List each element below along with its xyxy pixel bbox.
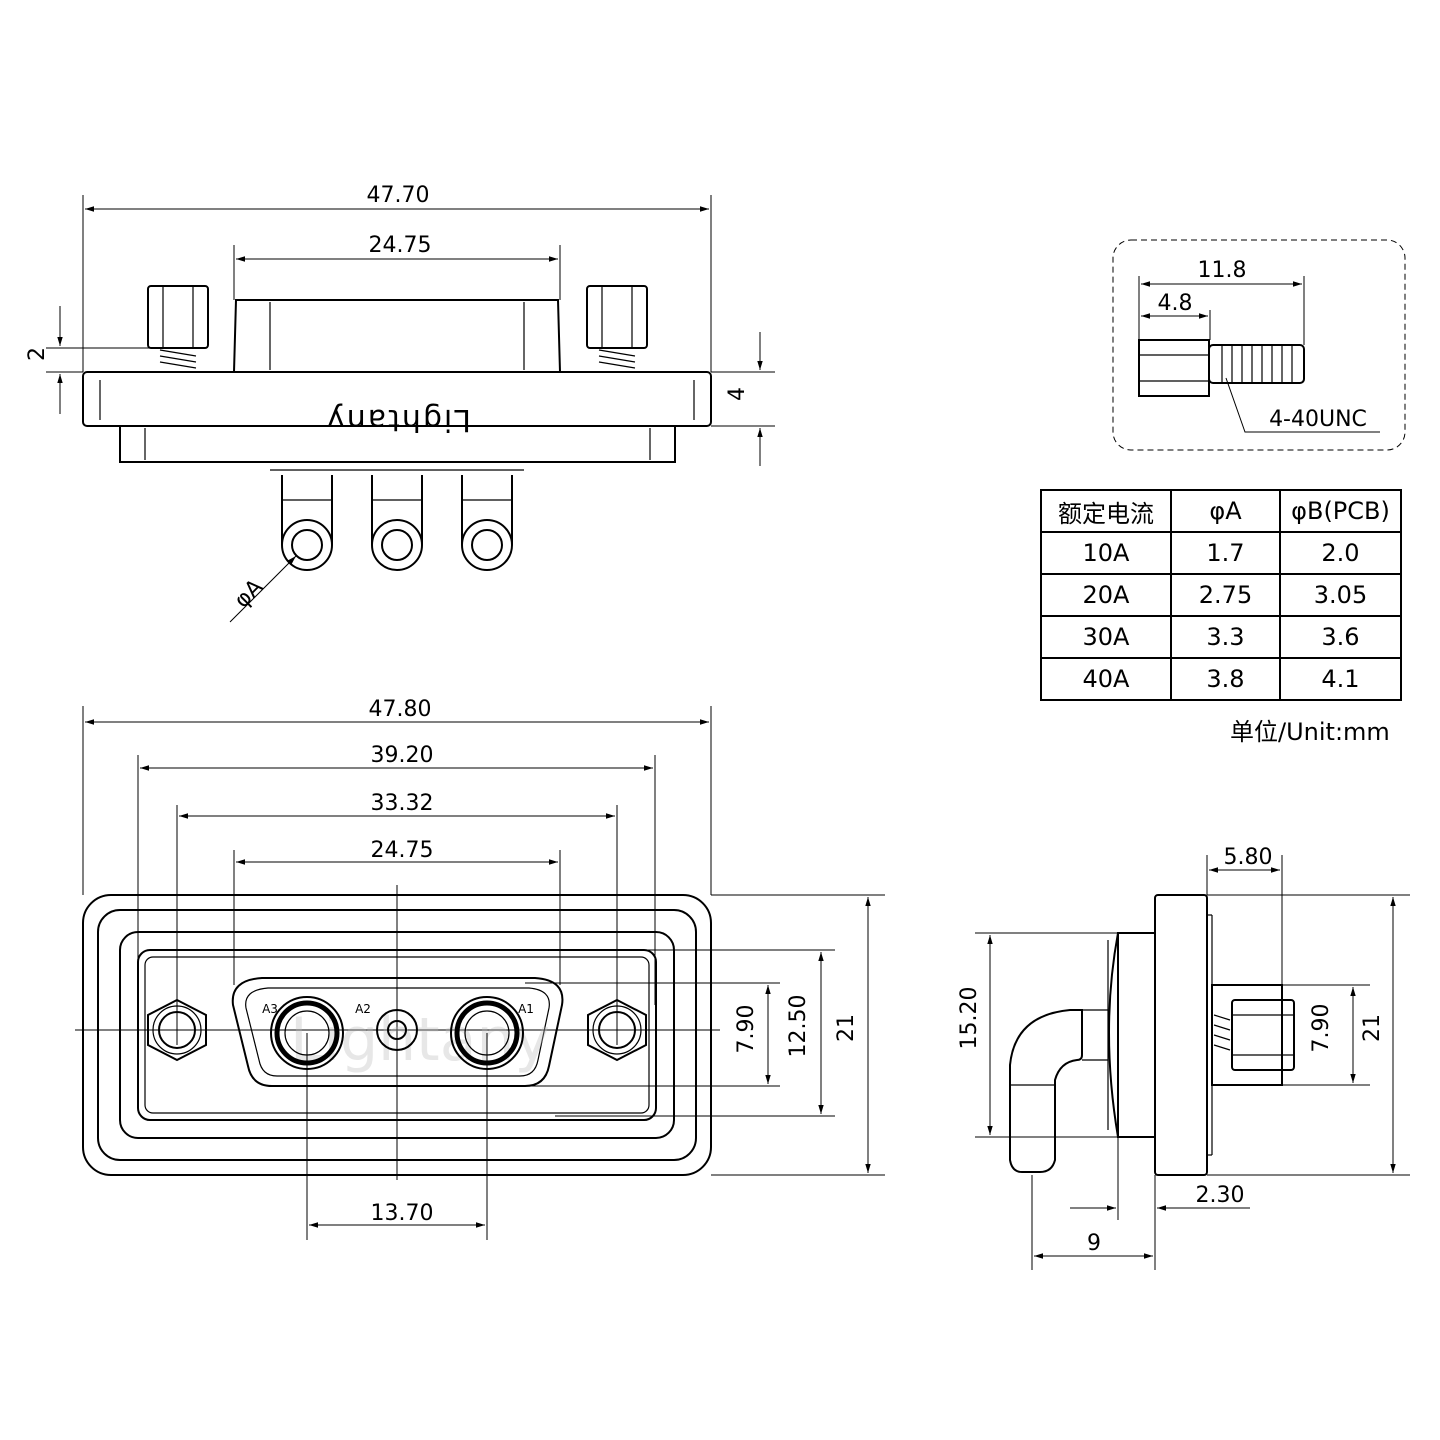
cell-current: 20A bbox=[1040, 573, 1172, 617]
dim-front-body-height: 12.50 bbox=[786, 995, 811, 1058]
dim-front-overall-height: 21 bbox=[834, 1014, 859, 1042]
cell-current: 10A bbox=[1040, 531, 1172, 575]
table-row: 40A 3.8 4.1 bbox=[1040, 657, 1402, 701]
dim-screw-total-length: 11.8 bbox=[1198, 258, 1247, 283]
rating-spec-table: 额定电流 φA φB(PCB) 10A 1.7 2.0 20A 2.75 3.0… bbox=[1040, 489, 1402, 701]
cell-phi-b: 3.6 bbox=[1279, 615, 1402, 659]
header-phi-a: φA bbox=[1170, 489, 1281, 533]
dim-pin-height: 15.20 bbox=[957, 987, 982, 1050]
thread-spec-label: 4-40UNC bbox=[1269, 407, 1367, 432]
dim-side-overall-height: 21 bbox=[1360, 1014, 1385, 1042]
dim-contact-spacing: 13.70 bbox=[371, 1201, 434, 1226]
contact-label-a1: A1 bbox=[518, 1002, 534, 1016]
cell-phi-b: 2.0 bbox=[1279, 531, 1402, 575]
top-view: 47.70 24.75 Lightany bbox=[25, 183, 775, 623]
unit-note: 单位/Unit:mm bbox=[1230, 718, 1390, 746]
brand-logo-text: Lightany bbox=[325, 402, 471, 437]
cell-current: 30A bbox=[1040, 615, 1172, 659]
contact-label-a2: A2 bbox=[355, 1002, 371, 1016]
dim-hole-spacing: 33.32 bbox=[371, 791, 434, 816]
cell-phi-a: 1.7 bbox=[1170, 531, 1281, 575]
label-hole-diameter: φA bbox=[230, 575, 269, 614]
cell-phi-b: 4.1 bbox=[1279, 657, 1402, 701]
dim-mount-spacing: 39.20 bbox=[371, 743, 434, 768]
pin-middle bbox=[371, 475, 423, 571]
dim-top-body-width: 24.75 bbox=[369, 233, 432, 258]
dim-contact-height: 7.90 bbox=[734, 1005, 759, 1054]
pin-right bbox=[461, 475, 513, 571]
table-header-row: 额定电流 φA φB(PCB) bbox=[1040, 489, 1402, 533]
dim-flange-thickness: 2.30 bbox=[1196, 1183, 1245, 1208]
dim-pin-depth: 9 bbox=[1087, 1231, 1101, 1256]
cell-phi-a: 3.8 bbox=[1170, 657, 1281, 701]
cell-current: 40A bbox=[1040, 657, 1172, 701]
cell-phi-b: 3.05 bbox=[1279, 573, 1402, 617]
hex-nut-left bbox=[147, 998, 207, 1062]
dim-flange-height: 4 bbox=[725, 387, 750, 401]
dim-screw-height: 7.90 bbox=[1309, 1004, 1334, 1053]
dim-screw-offset: 2 bbox=[25, 347, 50, 361]
hex-nut-right bbox=[587, 998, 647, 1062]
table-row: 30A 3.3 3.6 bbox=[1040, 615, 1402, 659]
dim-front-body-width: 24.75 bbox=[371, 838, 434, 863]
header-phi-b: φB(PCB) bbox=[1279, 489, 1402, 533]
side-view: 5.80 7.90 21 15.20 2.30 9 bbox=[957, 845, 1410, 1270]
contact-label-a3: A3 bbox=[262, 1002, 278, 1016]
screw-detail-view: 11.8 4.8 4-40UNC bbox=[1112, 239, 1406, 451]
front-view: 47.80 39.20 33.32 24.75 Lightany bbox=[75, 697, 885, 1240]
cell-phi-a: 3.3 bbox=[1170, 615, 1281, 659]
cell-phi-a: 2.75 bbox=[1170, 573, 1281, 617]
table-row: 10A 1.7 2.0 bbox=[1040, 531, 1402, 575]
contact-a2 bbox=[376, 1009, 418, 1051]
header-rated-current: 额定电流 bbox=[1040, 489, 1172, 533]
dim-top-overall-width: 47.70 bbox=[367, 183, 430, 208]
table-row: 20A 2.75 3.05 bbox=[1040, 573, 1402, 617]
pin-left bbox=[281, 475, 333, 571]
dim-hex-length: 4.8 bbox=[1158, 291, 1193, 316]
dim-standoff: 5.80 bbox=[1224, 845, 1273, 870]
dim-front-overall-width: 47.80 bbox=[369, 697, 432, 722]
